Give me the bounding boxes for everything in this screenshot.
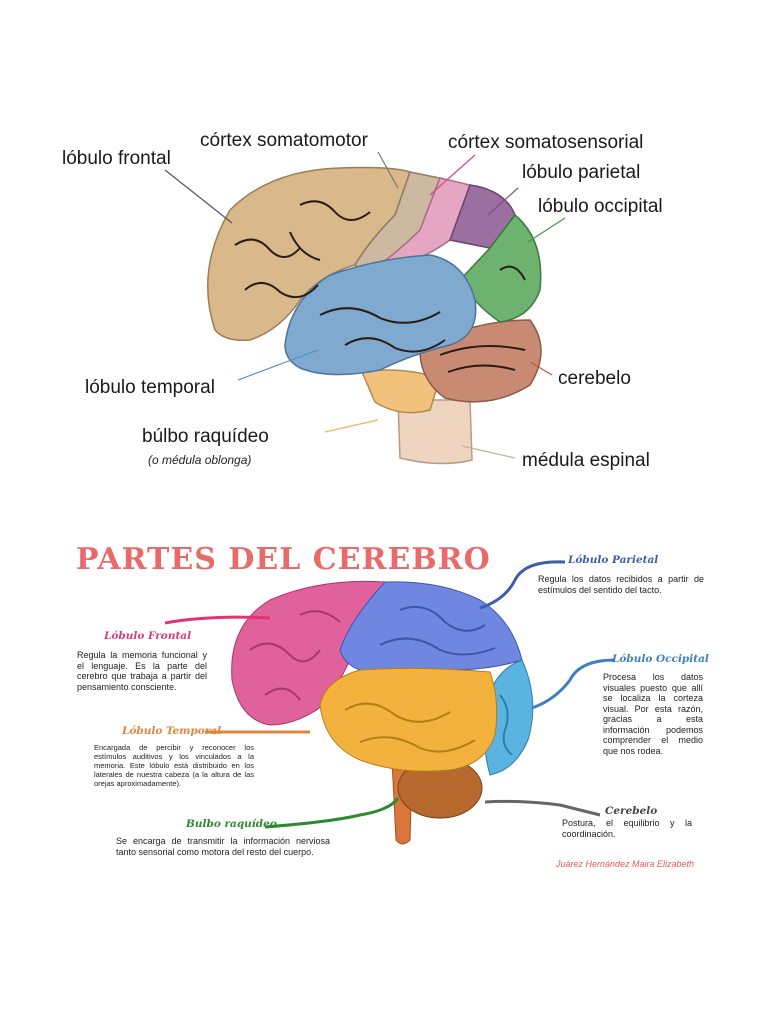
heading-bulbo: Bulbo raquídeo (186, 818, 277, 830)
label-somatomotor: córtex somatomotor (200, 130, 368, 151)
brain-illustration-2 (164, 560, 616, 845)
heading-occipital: Lóbulo Occipital (612, 653, 709, 665)
author-credit: Juárez Hernández Maira Elizabeth (556, 859, 695, 869)
medula-shape (397, 399, 473, 465)
brain-infographic: PARTES DEL CEREBRO Lóbulo Parietal Regul… (0, 530, 768, 890)
text-parietal: Regula los datos recibidos a partir de e… (538, 574, 704, 595)
heading-parietal: Lóbulo Parietal (568, 554, 659, 566)
label-frontal: lóbulo frontal (62, 148, 171, 169)
label-medula: médula espinal (522, 450, 650, 471)
text-bulbo: Se encarga de transmitir la información … (116, 836, 330, 857)
text-occipital: Procesa los datos visuales puesto que al… (603, 672, 703, 756)
temporal-shape (284, 254, 477, 376)
heading-cerebelo: Cerebelo (605, 805, 658, 817)
bulbo-shape (360, 369, 441, 414)
brain-diagram-labeled: lóbulo frontal córtex somatomotor córtex… (0, 0, 768, 500)
label-bulbo-sub: (o médula oblonga) (148, 453, 252, 467)
brain-folds (234, 200, 526, 373)
text-temporal: Encargada de percibir y reconocer los es… (94, 743, 254, 788)
label-cerebelo: cerebelo (558, 368, 631, 389)
label-somatosensorial: córtex somatosensorial (448, 132, 644, 153)
infographic-title: PARTES DEL CEREBRO (76, 542, 491, 577)
heading-frontal: Lóbulo Frontal (104, 630, 192, 642)
heading-temporal: Lóbulo Temporal (122, 725, 222, 737)
pointer-lines (164, 151, 566, 459)
text-frontal: Regula la memoria funcional y el lenguaj… (77, 650, 207, 692)
label-parietal: lóbulo parietal (522, 162, 641, 183)
label-occipital: lóbulo occipital (538, 196, 663, 217)
brain-illustration-1 (164, 151, 566, 465)
text-cerebelo: Postura, el equilibrio y la coordinación… (562, 818, 692, 839)
pointer-arrows (164, 560, 616, 829)
brain-folds-2 (249, 606, 513, 756)
label-temporal: lóbulo temporal (85, 377, 215, 398)
label-bulbo: búlbo raquídeo (142, 426, 269, 447)
